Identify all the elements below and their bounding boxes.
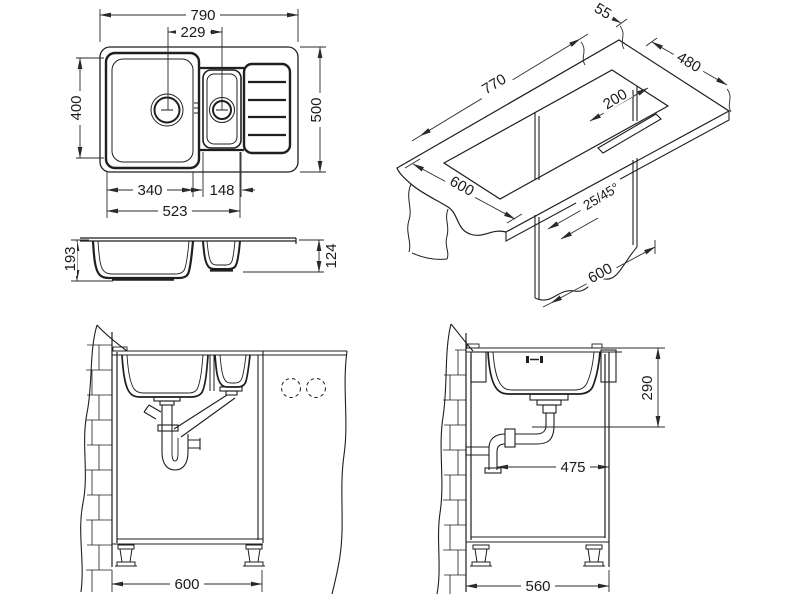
cabinet-front	[604, 352, 610, 567]
countertop	[112, 350, 347, 356]
main-bowl-inner	[111, 58, 194, 163]
main-drain	[150, 93, 184, 127]
dim-drain-spacing-label: 229	[180, 24, 205, 41]
adjustable-feet	[115, 544, 265, 567]
dim-cutout-width: 770	[411, 33, 589, 142]
top-view: 790 229 400 500	[68, 7, 326, 220]
siphon-trap	[143, 386, 243, 471]
section-view-double-bowl: 600	[80, 324, 348, 595]
dim-main-bowl-width-label: 340	[137, 182, 162, 199]
half-bowl-module-edges	[199, 66, 244, 152]
drainboard-ribs	[248, 80, 286, 137]
front-rail-left	[470, 351, 487, 383]
drain-assembly	[465, 393, 569, 474]
dim-main-bowl-depth: 193	[62, 239, 113, 282]
dim-overall-width: 790	[99, 7, 299, 42]
dim-half-bowl-width-label: 148	[209, 182, 234, 199]
bottom-shelf	[466, 536, 609, 543]
overflow-pipe	[209, 355, 215, 391]
section-view-single-bowl: 290 475 560	[436, 323, 665, 595]
dim-drain-offset-label: 475	[560, 459, 585, 476]
dim-cabinet-width-single-label: 560	[525, 578, 550, 595]
brick-pattern	[86, 344, 112, 592]
rim-lines	[80, 237, 297, 244]
dim-drain-offset: 475	[496, 459, 610, 476]
dim-cabinet-width-double: 600	[111, 570, 263, 593]
adjustable-feet	[470, 544, 605, 567]
rim-lip	[112, 346, 128, 352]
wall-outline	[80, 324, 128, 593]
dim-bowl-length-label: 400	[68, 95, 85, 120]
dim-cabinet-depth: 600	[542, 240, 656, 308]
main-bowl-profile	[91, 240, 195, 280]
bottom-shelf	[112, 538, 263, 545]
dim-drain-height: 290	[532, 347, 665, 428]
overflow-marking	[526, 356, 543, 363]
main-bowl-outline	[104, 51, 201, 170]
wall-outline	[436, 323, 474, 595]
dim-cabinet-width-double-label: 600	[174, 576, 199, 593]
half-bowl-section-inner	[219, 354, 247, 384]
dim-main-bowl-depth-label: 193	[62, 246, 79, 271]
cabinet-back	[111, 332, 118, 567]
dim-rim-offset: 55	[589, 0, 658, 47]
dim-bowl-length: 400	[68, 57, 104, 159]
dim-overall-width-label: 790	[190, 7, 215, 24]
rim-lip-right	[591, 343, 603, 349]
knockout-hole-left	[281, 378, 301, 398]
sink-outline	[99, 46, 299, 173]
dim-worktop-depth: 600	[404, 158, 523, 224]
dim-half-bowl-width: 148	[189, 152, 255, 199]
bowl-section-inner	[492, 351, 595, 391]
torn-edge-right	[331, 350, 348, 595]
dim-edge-chamfer-label: 25/45°	[581, 180, 622, 213]
half-bowl-profile-inner	[206, 240, 236, 266]
cabinet-front-panel	[257, 351, 264, 543]
side-profile-view: 193 124	[62, 237, 340, 282]
dim-drain-spacing: 229	[167, 24, 223, 110]
brick-pattern	[443, 349, 466, 594]
dim-half-bowl-depth: 124	[243, 239, 340, 273]
countertop	[466, 347, 622, 353]
overflow-ticks	[161, 102, 228, 114]
dim-cutout-depth: 480	[651, 41, 728, 86]
dim-bowls-combined-label: 523	[162, 203, 187, 220]
main-bowl-section	[121, 354, 209, 398]
break-leaders	[580, 25, 732, 113]
dim-overall-depth-label: 500	[308, 97, 325, 122]
half-bowl-profile	[202, 240, 241, 270]
drainboard-outline	[242, 62, 292, 155]
main-drain-inner	[153, 96, 181, 124]
dim-rim-offset-label: 55	[591, 0, 614, 23]
main-bowl-section-inner	[126, 354, 204, 394]
knockout-hole-right	[306, 378, 326, 398]
dim-cabinet-width-single: 560	[465, 570, 610, 595]
worktop-surface	[396, 39, 731, 236]
cabinet-back	[465, 333, 472, 592]
dim-half-bowl-depth-label: 124	[323, 243, 340, 268]
dim-bowls-combined: 523	[106, 152, 241, 220]
dim-edge-chamfer: 25/45°	[547, 176, 627, 240]
dim-drain-height-label: 290	[639, 375, 656, 400]
cutout-brace	[597, 113, 662, 154]
main-bowl-profile-inner	[97, 240, 190, 275]
dim-brace-width: 200	[589, 84, 649, 122]
isometric-view: 770 55 480 200	[396, 0, 732, 308]
rim-lip-left	[466, 343, 480, 349]
dim-overall-depth: 500	[300, 46, 326, 173]
